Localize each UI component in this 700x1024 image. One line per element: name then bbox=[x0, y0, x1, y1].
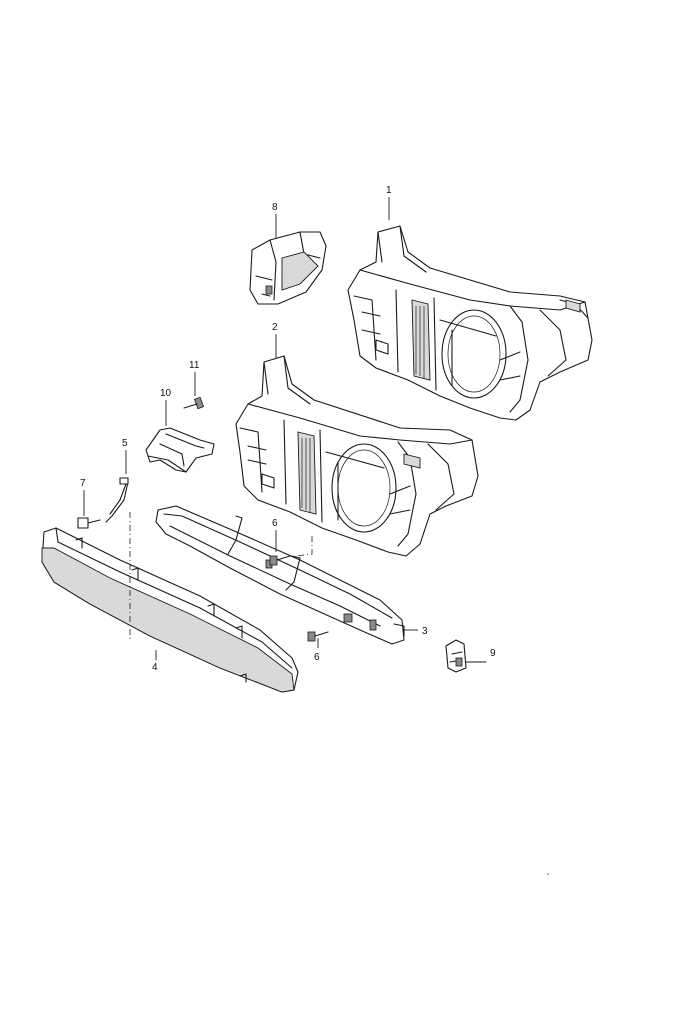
callout-2: 2 bbox=[272, 322, 278, 333]
callout-6-upper: 6 bbox=[272, 518, 278, 529]
part-9-mounting-bracket[interactable] bbox=[445, 639, 487, 673]
part-2-radiator-support-panel[interactable] bbox=[235, 355, 479, 557]
part-7-clip[interactable] bbox=[77, 517, 101, 529]
part-8-air-duct-bracket[interactable] bbox=[249, 231, 327, 305]
callout-8: 8 bbox=[272, 202, 278, 213]
leader-lines bbox=[83, 197, 418, 660]
callout-labels: 1 8 2 11 10 5 7 6 3 9 6 4 bbox=[80, 185, 496, 673]
callout-11: 11 bbox=[189, 360, 200, 371]
callout-3: 3 bbox=[422, 626, 428, 637]
callout-10: 10 bbox=[160, 388, 172, 399]
part-1-radiator-support-panel[interactable] bbox=[347, 225, 593, 421]
part-4-bumper-bar[interactable] bbox=[41, 527, 299, 693]
part-6-bolt-upper[interactable] bbox=[269, 555, 291, 566]
part-10-support-bracket[interactable] bbox=[145, 427, 215, 473]
callout-6-lower: 6 bbox=[314, 652, 320, 663]
callout-5: 5 bbox=[122, 438, 128, 449]
part-11-bolt[interactable] bbox=[183, 396, 205, 410]
part-6-bolt-lower[interactable] bbox=[307, 631, 329, 642]
callout-9: 9 bbox=[490, 648, 496, 659]
callout-7: 7 bbox=[80, 478, 86, 489]
stray-dot bbox=[547, 873, 549, 875]
part-5-rod-bracket[interactable] bbox=[105, 477, 129, 523]
callout-4: 4 bbox=[152, 662, 158, 673]
callout-1: 1 bbox=[386, 185, 392, 196]
